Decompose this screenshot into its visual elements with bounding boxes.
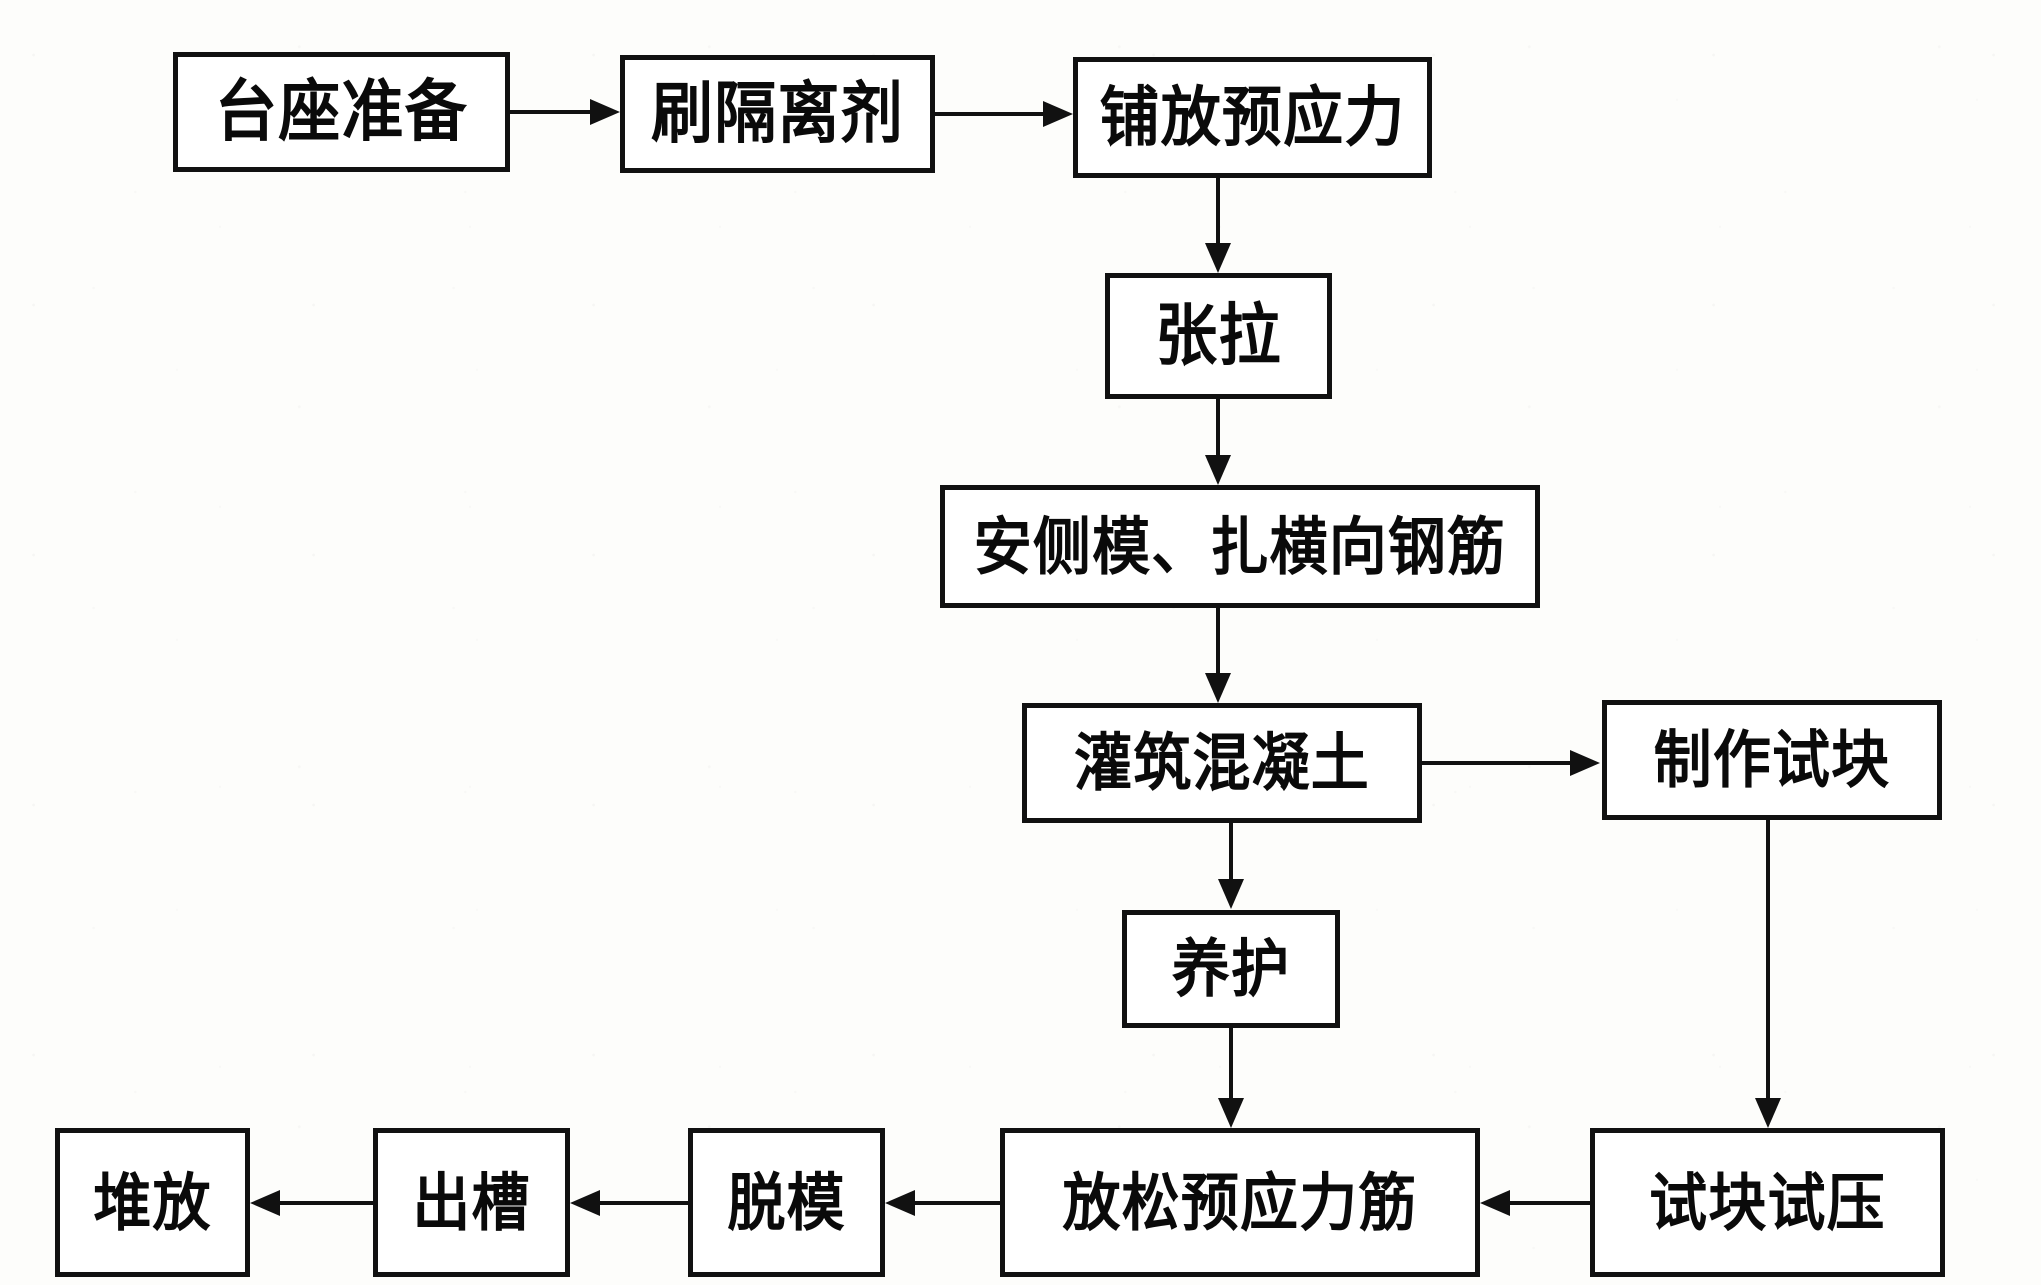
node-label: 张拉 (1155, 296, 1282, 375)
edge-shikuaishiya-to-fangsongyuyinglijin (1510, 1201, 1592, 1205)
edge-guanzhuhunningtu-to-zhizuoshikuai (1422, 761, 1570, 765)
arrowhead-left (1480, 1190, 1510, 1216)
arrowhead-down (1218, 879, 1244, 909)
node-yanghu[interactable]: 养护 (1122, 910, 1340, 1028)
node-label: 铺放预应力 (1099, 79, 1406, 156)
node-tuomo[interactable]: 脱模 (688, 1128, 885, 1277)
node-label: 灌筑混凝土 (1074, 726, 1370, 800)
node-label: 堆放 (93, 1165, 212, 1240)
edge-yanghu-to-fangsongyuyinglijin (1229, 1028, 1233, 1100)
node-fangsongyuyinglijin[interactable]: 放松预应力筋 (1000, 1128, 1480, 1277)
node-zhizuoshikuai[interactable]: 制作试块 (1602, 700, 1942, 820)
node-label: 试块试压 (1649, 1165, 1886, 1240)
node-label: 刷隔离剂 (651, 74, 904, 153)
arrowhead-left (250, 1190, 280, 1216)
arrowhead-right (1570, 750, 1600, 776)
edge-shuageliji-to-pufangyuyingli (935, 112, 1043, 116)
node-label: 安侧模、扎横向钢筋 (973, 509, 1507, 584)
edge-fangsongyuyinglijin-to-tuomo (915, 1201, 1003, 1205)
node-zhangla[interactable]: 张拉 (1105, 273, 1332, 399)
arrowhead-down (1205, 243, 1231, 273)
edge-anceimo-to-guanzhuhunningtu (1216, 608, 1220, 675)
edge-cuchao-to-duifang (280, 1201, 375, 1205)
node-label: 养护 (1171, 932, 1291, 1006)
edge-guanzhuhunningtu-to-yanghu (1229, 823, 1233, 881)
edge-zhizuoshikuai-to-shikuaishiya (1766, 820, 1770, 1100)
arrowhead-down (1205, 673, 1231, 703)
node-label: 制作试块 (1653, 723, 1891, 797)
node-guanzhuhunningtu[interactable]: 灌筑混凝土 (1022, 703, 1422, 823)
arrowhead-left (570, 1190, 600, 1216)
node-cuchao[interactable]: 出槽 (373, 1128, 570, 1277)
edge-tuomo-to-cuchao (600, 1201, 690, 1205)
node-shikuaishiya[interactable]: 试块试压 (1590, 1128, 1945, 1277)
edge-zhangla-to-anceimo (1216, 399, 1220, 457)
edge-taizuozhunbei-to-shuagelij (510, 110, 590, 114)
edge-pufangyuyingli-to-zhangla (1216, 178, 1220, 245)
node-label: 出槽 (412, 1165, 531, 1240)
arrowhead-down (1218, 1098, 1244, 1128)
node-label: 台座准备 (215, 72, 468, 151)
node-label: 脱模 (727, 1165, 846, 1240)
node-duifang[interactable]: 堆放 (55, 1128, 250, 1277)
node-taizuozhunbei[interactable]: 台座准备 (173, 52, 510, 172)
node-anceimo-zhahengxianggangjin[interactable]: 安侧模、扎横向钢筋 (940, 485, 1540, 608)
arrowhead-left (885, 1190, 915, 1216)
arrowhead-down (1755, 1098, 1781, 1128)
arrowhead-down (1205, 455, 1231, 485)
node-pufangyuyingli[interactable]: 铺放预应力 (1073, 57, 1432, 178)
arrowhead-right (1043, 101, 1073, 127)
node-label: 放松预应力筋 (1062, 1165, 1418, 1240)
node-shuageliji[interactable]: 刷隔离剂 (620, 55, 935, 173)
arrowhead-right (590, 99, 620, 125)
